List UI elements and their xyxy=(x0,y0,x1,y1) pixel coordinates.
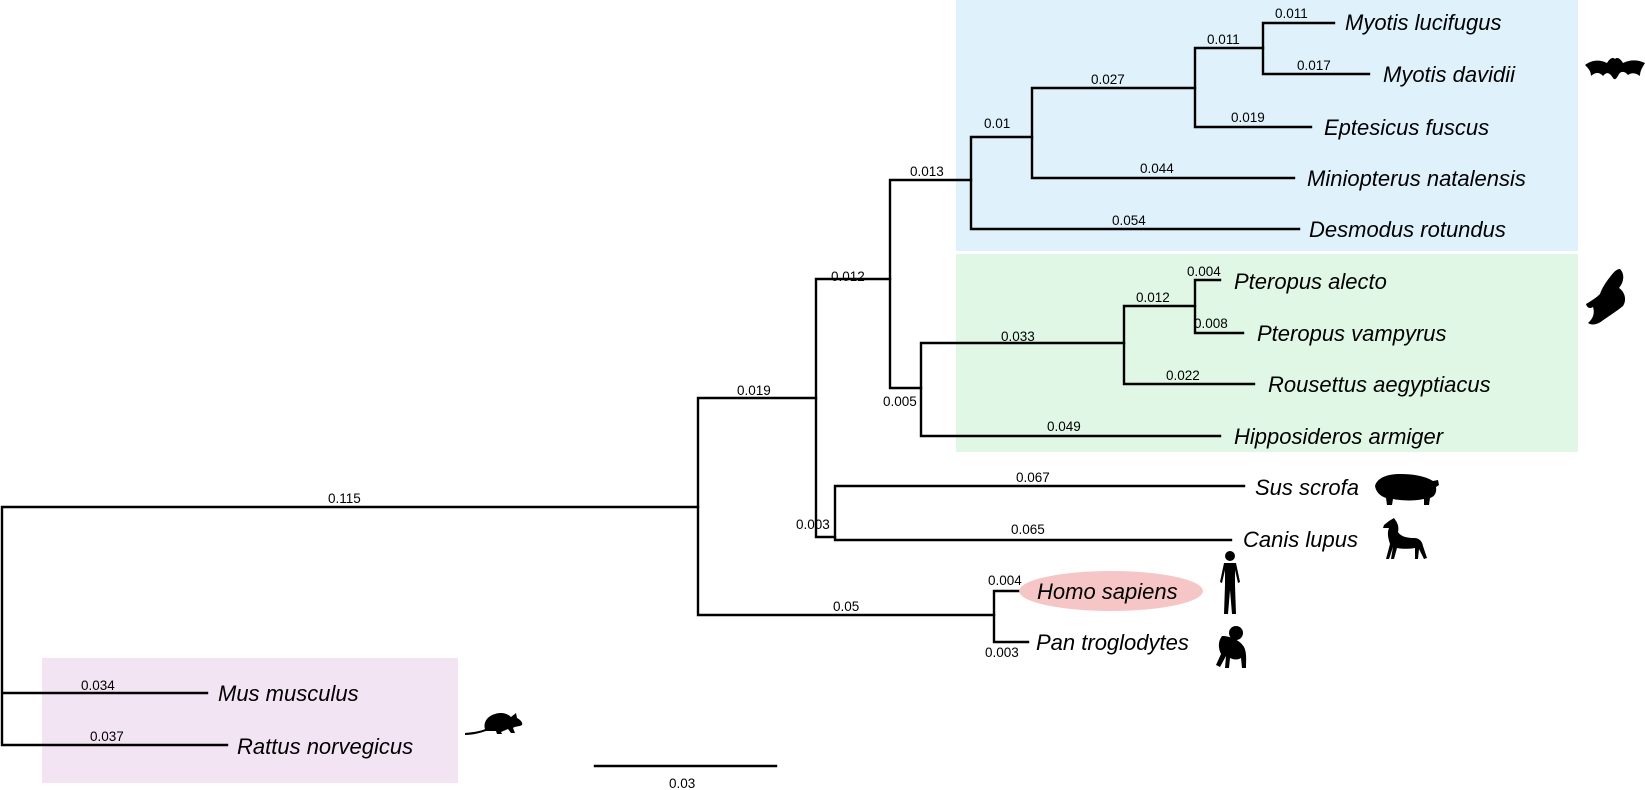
branch-length-label: 0.004 xyxy=(1187,264,1221,279)
taxon-pteropus-alecto: Pteropus alecto xyxy=(1234,269,1387,294)
branch-length-label: 0.004 xyxy=(988,573,1022,588)
branch-length-label: 0.033 xyxy=(1001,329,1035,344)
taxon-rousettus-aegyptiacus: Rousettus aegyptiacus xyxy=(1268,372,1491,397)
taxon-desmodus-rotundus: Desmodus rotundus xyxy=(1309,217,1506,242)
pig-icon xyxy=(1375,474,1439,505)
scale-bar: 0.03 xyxy=(593,764,778,790)
taxon-labels: Myotis lucifugus Myotis davidii Eptesicu… xyxy=(218,10,1526,759)
rodent-clade-box xyxy=(42,658,458,783)
human-highlight xyxy=(1019,571,1203,611)
taxon-sus-scrofa: Sus scrofa xyxy=(1255,475,1359,500)
branch-length-label: 0.022 xyxy=(1166,368,1200,383)
branch-length-label: 0.011 xyxy=(1207,32,1240,47)
branch-length-label: 0.01 xyxy=(984,116,1010,131)
microbat-clade-box xyxy=(956,0,1578,251)
branch-length-label: 0.003 xyxy=(796,517,830,532)
taxon-eptesicus-fuscus: Eptesicus fuscus xyxy=(1324,115,1489,140)
rat-icon xyxy=(465,713,523,735)
taxon-myotis-davidii: Myotis davidii xyxy=(1383,62,1516,87)
branch-length-label: 0.034 xyxy=(81,678,115,693)
branch-length-label: 0.067 xyxy=(1016,470,1050,485)
branch-length-label: 0.017 xyxy=(1297,58,1331,73)
taxon-pteropus-vampyrus: Pteropus vampyrus xyxy=(1257,321,1447,346)
branch-length-label: 0.003 xyxy=(985,645,1019,660)
taxon-hipposideros-armiger: Hipposideros armiger xyxy=(1234,424,1445,449)
branch-length-label: 0.011 xyxy=(1275,6,1308,21)
branch-length-label: 0.013 xyxy=(910,164,944,179)
branch-length-label: 0.044 xyxy=(1140,161,1174,176)
branch-length-label: 0.054 xyxy=(1112,213,1146,228)
branch-length-label: 0.115 xyxy=(328,491,361,506)
scale-bar-label: 0.03 xyxy=(669,776,695,790)
branch-length-label: 0.012 xyxy=(831,269,865,284)
branch-length-label: 0.027 xyxy=(1091,72,1125,87)
fruit-bat-icon xyxy=(1586,269,1626,325)
branch-length-label: 0.008 xyxy=(1194,316,1228,331)
branch-length-label: 0.05 xyxy=(833,599,859,614)
branch-length-label: 0.065 xyxy=(1011,522,1045,537)
taxon-mus-musculus: Mus musculus xyxy=(218,681,359,706)
taxon-pan-troglodytes: Pan troglodytes xyxy=(1036,630,1189,655)
taxon-miniopterus-natalensis: Miniopterus natalensis xyxy=(1307,166,1526,191)
taxon-homo-sapiens: Homo sapiens xyxy=(1037,579,1178,604)
branch-length-labels: 0.115 0.019 0.05 0.012 0.003 0.013 0.005… xyxy=(81,6,1331,744)
branch-length-label: 0.019 xyxy=(1231,110,1265,125)
human-icon xyxy=(1220,551,1240,614)
bat-icon xyxy=(1585,58,1645,80)
branch-length-label: 0.005 xyxy=(883,394,917,409)
branch-length-label: 0.049 xyxy=(1047,419,1081,434)
taxon-canis-lupus: Canis lupus xyxy=(1243,527,1358,552)
branch-length-label: 0.019 xyxy=(737,383,771,398)
branch-length-label: 0.012 xyxy=(1136,290,1170,305)
chimpanzee-icon xyxy=(1216,626,1247,668)
dog-icon xyxy=(1383,518,1427,559)
megabat-clade-box xyxy=(956,254,1578,452)
taxon-rattus-norvegicus: Rattus norvegicus xyxy=(237,734,413,759)
taxon-myotis-lucifugus: Myotis lucifugus xyxy=(1345,10,1502,35)
tree-branches xyxy=(0,21,1371,747)
branch-length-label: 0.037 xyxy=(90,729,124,744)
